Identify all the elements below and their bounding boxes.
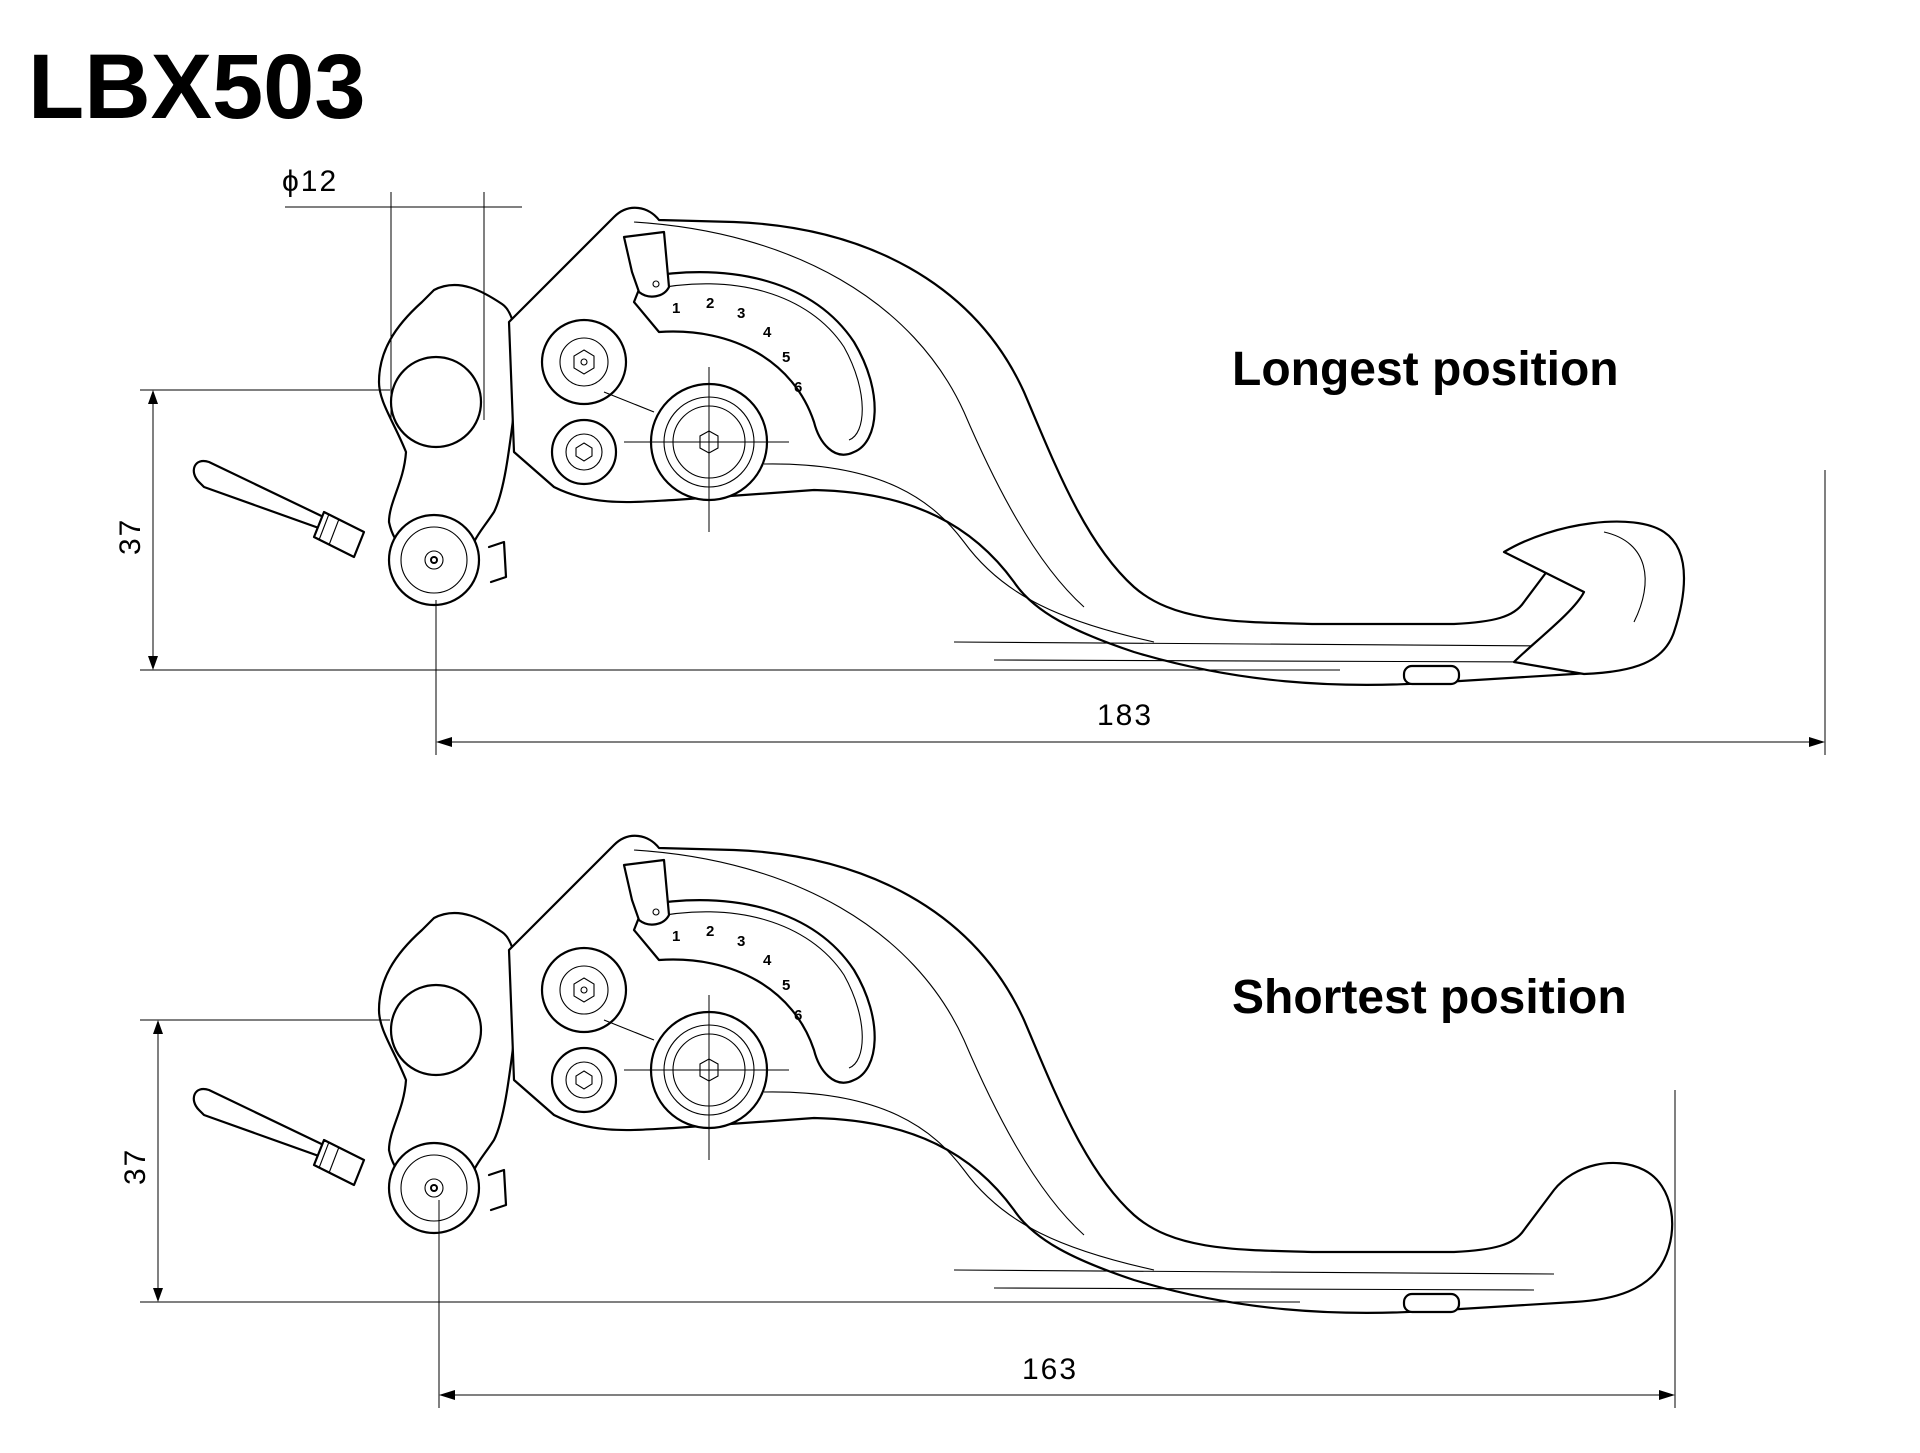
drawing-title: LBX503 bbox=[28, 36, 366, 138]
arrow-head bbox=[148, 390, 158, 404]
view-longest: Longest position ϕ12 37 183 1 2 3 4 bbox=[114, 165, 1826, 755]
scale-mark-4: 4 bbox=[763, 324, 772, 341]
scale-mark-4: 4 bbox=[763, 952, 772, 969]
dim-length: 163 bbox=[1022, 1353, 1078, 1386]
scale-mark-5: 5 bbox=[782, 349, 790, 366]
scale-mark-5: 5 bbox=[782, 977, 790, 994]
caption-longest: Longest position bbox=[1232, 343, 1619, 396]
caption-shortest: Shortest position bbox=[1232, 971, 1627, 1024]
lever-shortest bbox=[192, 834, 1674, 1315]
scale-mark-2: 2 bbox=[706, 923, 714, 940]
scale-mark-6: 6 bbox=[794, 1007, 802, 1024]
arrow-head bbox=[1809, 737, 1825, 747]
arrow-head bbox=[148, 656, 158, 670]
dim-hole-diameter: ϕ12 bbox=[282, 165, 338, 198]
arrow-head bbox=[153, 1020, 163, 1034]
arrow-head bbox=[439, 1390, 455, 1400]
dim-height: 37 bbox=[119, 1148, 152, 1185]
view-shortest: Shortest position 37 163 1 2 3 4 5 6 bbox=[119, 834, 1676, 1408]
scale-mark-1: 1 bbox=[672, 300, 680, 317]
scale-mark-1: 1 bbox=[672, 928, 680, 945]
dim-length: 183 bbox=[1097, 699, 1153, 732]
lever-longest bbox=[192, 206, 1685, 687]
scale-mark-3: 3 bbox=[737, 933, 745, 950]
arrow-head bbox=[1659, 1390, 1675, 1400]
scale-mark-6: 6 bbox=[794, 379, 802, 396]
arrow-head bbox=[436, 737, 452, 747]
scale-mark-2: 2 bbox=[706, 295, 714, 312]
dim-height: 37 bbox=[114, 518, 147, 555]
scale-mark-3: 3 bbox=[737, 305, 745, 322]
arrow-head bbox=[153, 1288, 163, 1302]
